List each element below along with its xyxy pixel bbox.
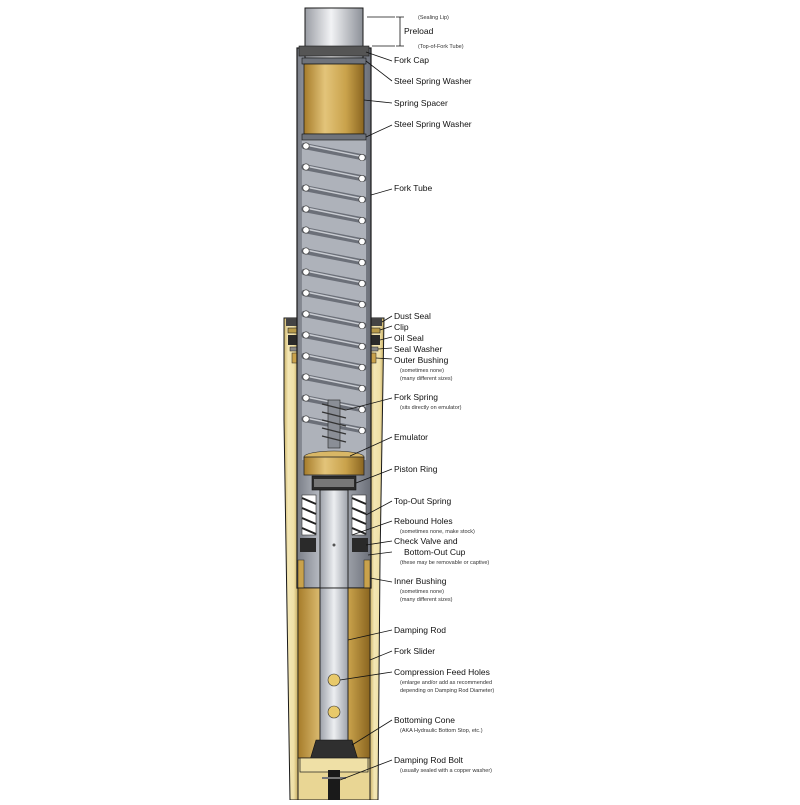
- spring-coil-end: [358, 259, 366, 267]
- bottoming-cone: [309, 739, 359, 761]
- inner-bushing: [297, 559, 305, 589]
- labels: (Sealing Lip) Preload (Top-of-Fork Tube)…: [394, 15, 494, 774]
- label-sealing-lip: (Sealing Lip): [418, 15, 449, 21]
- spring-coil-end: [302, 373, 310, 381]
- spring-spacer: [303, 63, 365, 135]
- spring-coil-end: [358, 427, 366, 435]
- label-dust-seal: Dust Seal: [394, 311, 431, 321]
- label-inner-bushing-note-2: (many different sizes): [400, 597, 453, 603]
- label-top-of-fork-tube: (Top-of-Fork Tube): [418, 44, 464, 50]
- spring-coil-end: [302, 394, 310, 402]
- spring-coil-end: [302, 289, 310, 297]
- steel-spring-washer-top: [301, 57, 367, 65]
- top-out-spring: [301, 494, 367, 536]
- steel-spring-washer-lower: [301, 133, 367, 141]
- spring-coil-end: [302, 142, 310, 150]
- spring-coil-end: [302, 331, 310, 339]
- label-rebound-holes: Rebound Holes: [394, 516, 453, 526]
- spring-coil-end: [302, 205, 310, 213]
- emulator: [303, 399, 365, 476]
- spring-coil-highlight: [305, 249, 363, 263]
- label-steel-spring-washer-2: Steel Spring Washer: [394, 119, 472, 129]
- spring-coil-end: [358, 322, 366, 330]
- spring-coil-end: [302, 226, 310, 234]
- spring-coil-end: [358, 154, 366, 162]
- spring-coil-end: [302, 352, 310, 360]
- damping-rod-bolt: [328, 770, 340, 800]
- spring-coil-highlight: [305, 291, 363, 305]
- spring-coil-highlight: [305, 312, 363, 326]
- spring-coil-highlight: [305, 228, 363, 242]
- label-top-out-spring: Top-Out Spring: [394, 496, 451, 506]
- spring-coil-end: [358, 175, 366, 183]
- spring-coil-end: [302, 184, 310, 192]
- spring-coil-end: [302, 310, 310, 318]
- spring-coil-highlight: [305, 165, 363, 179]
- spring-coil-end: [302, 415, 310, 423]
- compression-feed-hole-2: [327, 705, 341, 719]
- label-outer-bushing-note-1: (sometimes none): [400, 368, 444, 374]
- spring-coil-end: [358, 217, 366, 225]
- label-steel-spring-washer-1: Steel Spring Washer: [394, 76, 472, 86]
- spring-coil-highlight: [305, 333, 363, 347]
- label-damping-rod: Damping Rod: [394, 625, 446, 635]
- label-bottom-out-cup: Bottom-Out Cup: [404, 547, 466, 557]
- leader-lines: [339, 16, 404, 781]
- spring-coil-highlight: [305, 144, 363, 158]
- label-fork-spring-note: (sits directly on emulator): [400, 405, 462, 411]
- fork-slider-body-right: [369, 317, 385, 801]
- spring-coil-end: [358, 406, 366, 414]
- spring-coil-end: [358, 280, 366, 288]
- label-bottoming-cone-note: (AKA Hydraulic Bottom Stop, etc.): [400, 728, 483, 734]
- label-damping-rod-bolt: Damping Rod Bolt: [394, 755, 464, 765]
- compression-feed-hole-1: [327, 673, 341, 687]
- label-fork-cap: Fork Cap: [394, 55, 429, 65]
- label-compression-feed-holes: Compression Feed Holes: [394, 667, 490, 677]
- spring-coil-end: [358, 301, 366, 309]
- spring-coil-highlight: [305, 207, 363, 221]
- spring-coil-highlight: [305, 375, 363, 389]
- label-rebound-holes-note: (sometimes none, make stock): [400, 529, 475, 535]
- label-clip: Clip: [394, 322, 409, 332]
- spring-coil-end: [302, 268, 310, 276]
- label-fork-tube: Fork Tube: [394, 183, 433, 193]
- label-emulator: Emulator: [394, 432, 428, 442]
- spring-coil-end: [302, 247, 310, 255]
- label-seal-washer: Seal Washer: [394, 344, 443, 354]
- spring-coil-end: [302, 163, 310, 171]
- spring-coil-end: [358, 343, 366, 351]
- label-fork-slider: Fork Slider: [394, 646, 435, 656]
- label-outer-bushing-note-2: (many different sizes): [400, 376, 453, 382]
- check-valve: [300, 538, 316, 552]
- spring-coil-end: [358, 364, 366, 372]
- label-bottom-out-cup-note: (these may be removable or captive): [400, 560, 489, 566]
- label-oil-seal: Oil Seal: [394, 333, 424, 343]
- label-preload: Preload: [404, 26, 434, 36]
- spring-coil-end: [358, 385, 366, 393]
- label-check-valve-and: Check Valve and: [394, 536, 458, 546]
- spring-coil-end: [358, 238, 366, 246]
- label-fork-spring: Fork Spring: [394, 392, 438, 402]
- label-compression-note-2: depending on Damping Rod Diameter): [400, 688, 494, 694]
- spring-coil-end: [358, 196, 366, 204]
- label-outer-bushing: Outer Bushing: [394, 355, 449, 365]
- spring-coil-highlight: [305, 270, 363, 284]
- label-damping-rod-bolt-note: (usually sealed with a copper washer): [400, 768, 492, 774]
- spring-coil-highlight: [305, 354, 363, 368]
- label-compression-note-1: (enlarge and/or add as recommended: [400, 680, 492, 686]
- fork-spring-coils: [301, 142, 367, 435]
- fork-slider-body: [283, 317, 299, 801]
- label-inner-bushing: Inner Bushing: [394, 576, 447, 586]
- label-piston-ring: Piston Ring: [394, 464, 438, 474]
- spring-coil-highlight: [305, 186, 363, 200]
- label-spring-spacer: Spring Spacer: [394, 98, 448, 108]
- label-inner-bushing-note-1: (sometimes none): [400, 589, 444, 595]
- label-bottoming-cone: Bottoming Cone: [394, 715, 455, 725]
